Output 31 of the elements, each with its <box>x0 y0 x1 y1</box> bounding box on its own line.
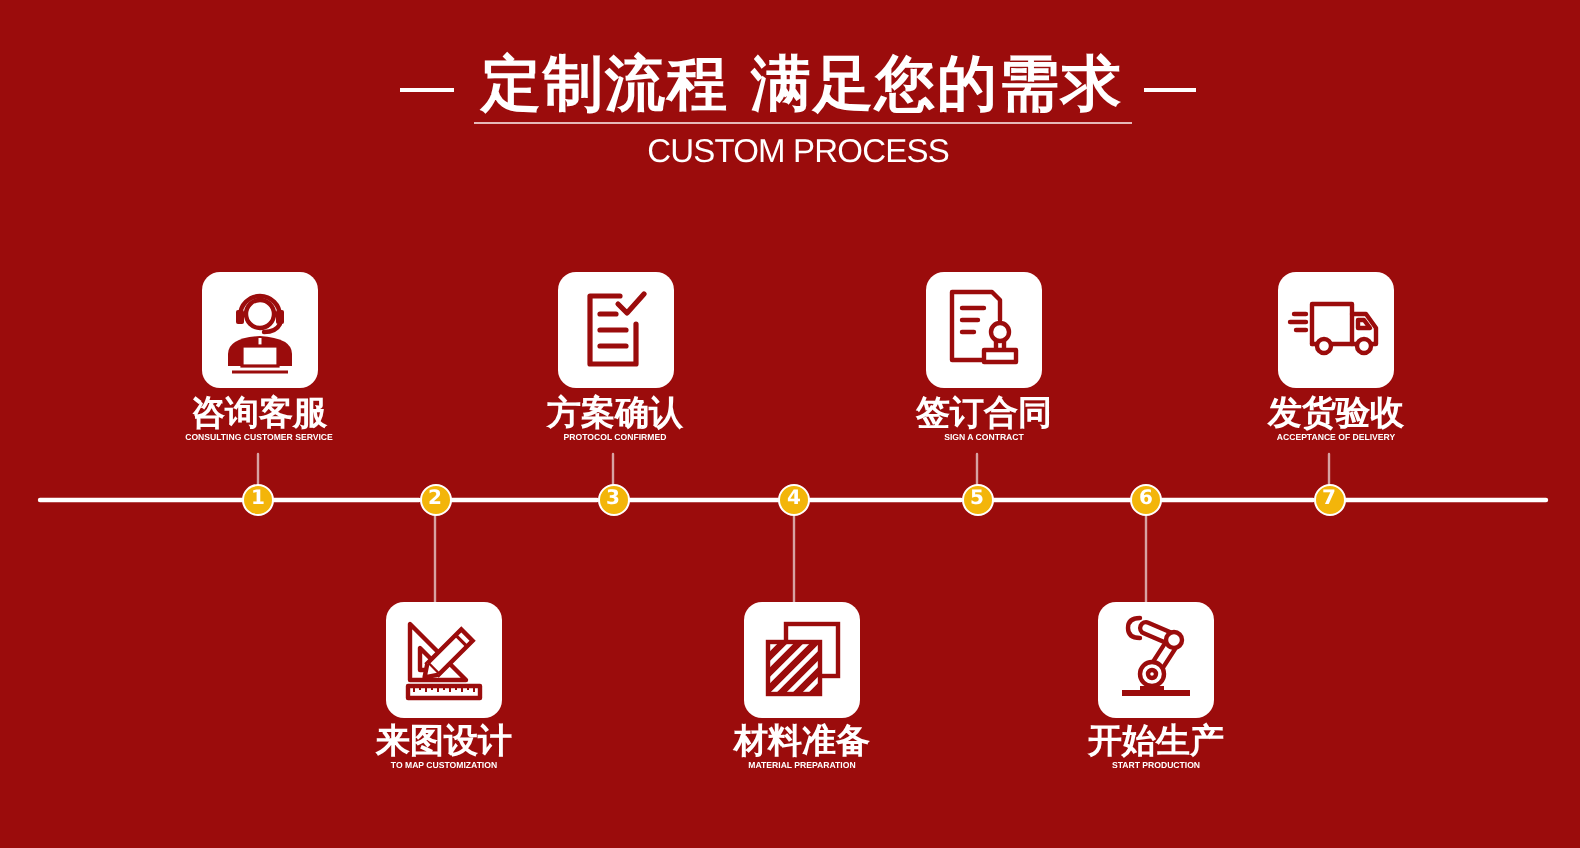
number-badge: 4 <box>778 484 810 516</box>
leader-line <box>975 452 979 486</box>
timeline-line <box>271 497 422 503</box>
timeline-line <box>448 497 600 503</box>
timeline-line <box>990 497 1133 503</box>
step-title: 来图设计 <box>376 722 512 762</box>
subtitle: CUSTOM PROCESS <box>647 134 949 172</box>
number-badge: 1 <box>242 484 274 516</box>
number-badge: 5 <box>961 484 993 516</box>
leader-line <box>611 452 615 486</box>
step-title: 签订合同 <box>916 394 1052 434</box>
timeline-line <box>807 497 964 503</box>
title: 定制流程 满足您的需求 <box>480 50 1124 122</box>
number-badge: 2 <box>419 484 451 516</box>
step-title: 方案确认 <box>547 394 683 434</box>
leader-line <box>792 514 796 604</box>
step-title: 材料准备 <box>734 722 870 762</box>
number-badge: 6 <box>1130 484 1162 516</box>
leader-line <box>256 452 260 486</box>
timeline-line <box>626 497 781 503</box>
step-title: 开始生产 <box>1088 722 1224 762</box>
number-badge: 7 <box>1313 484 1345 516</box>
number-badge: 3 <box>597 484 629 516</box>
timeline-line <box>1159 497 1316 503</box>
timeline-line <box>37 497 245 503</box>
timeline-line <box>1342 497 1549 503</box>
leader-line <box>1327 452 1331 486</box>
step-title: 咨询客服 <box>191 394 327 434</box>
step-title: 发货验收 <box>1268 394 1404 434</box>
leader-line <box>433 514 437 604</box>
leader-line <box>1144 514 1148 604</box>
